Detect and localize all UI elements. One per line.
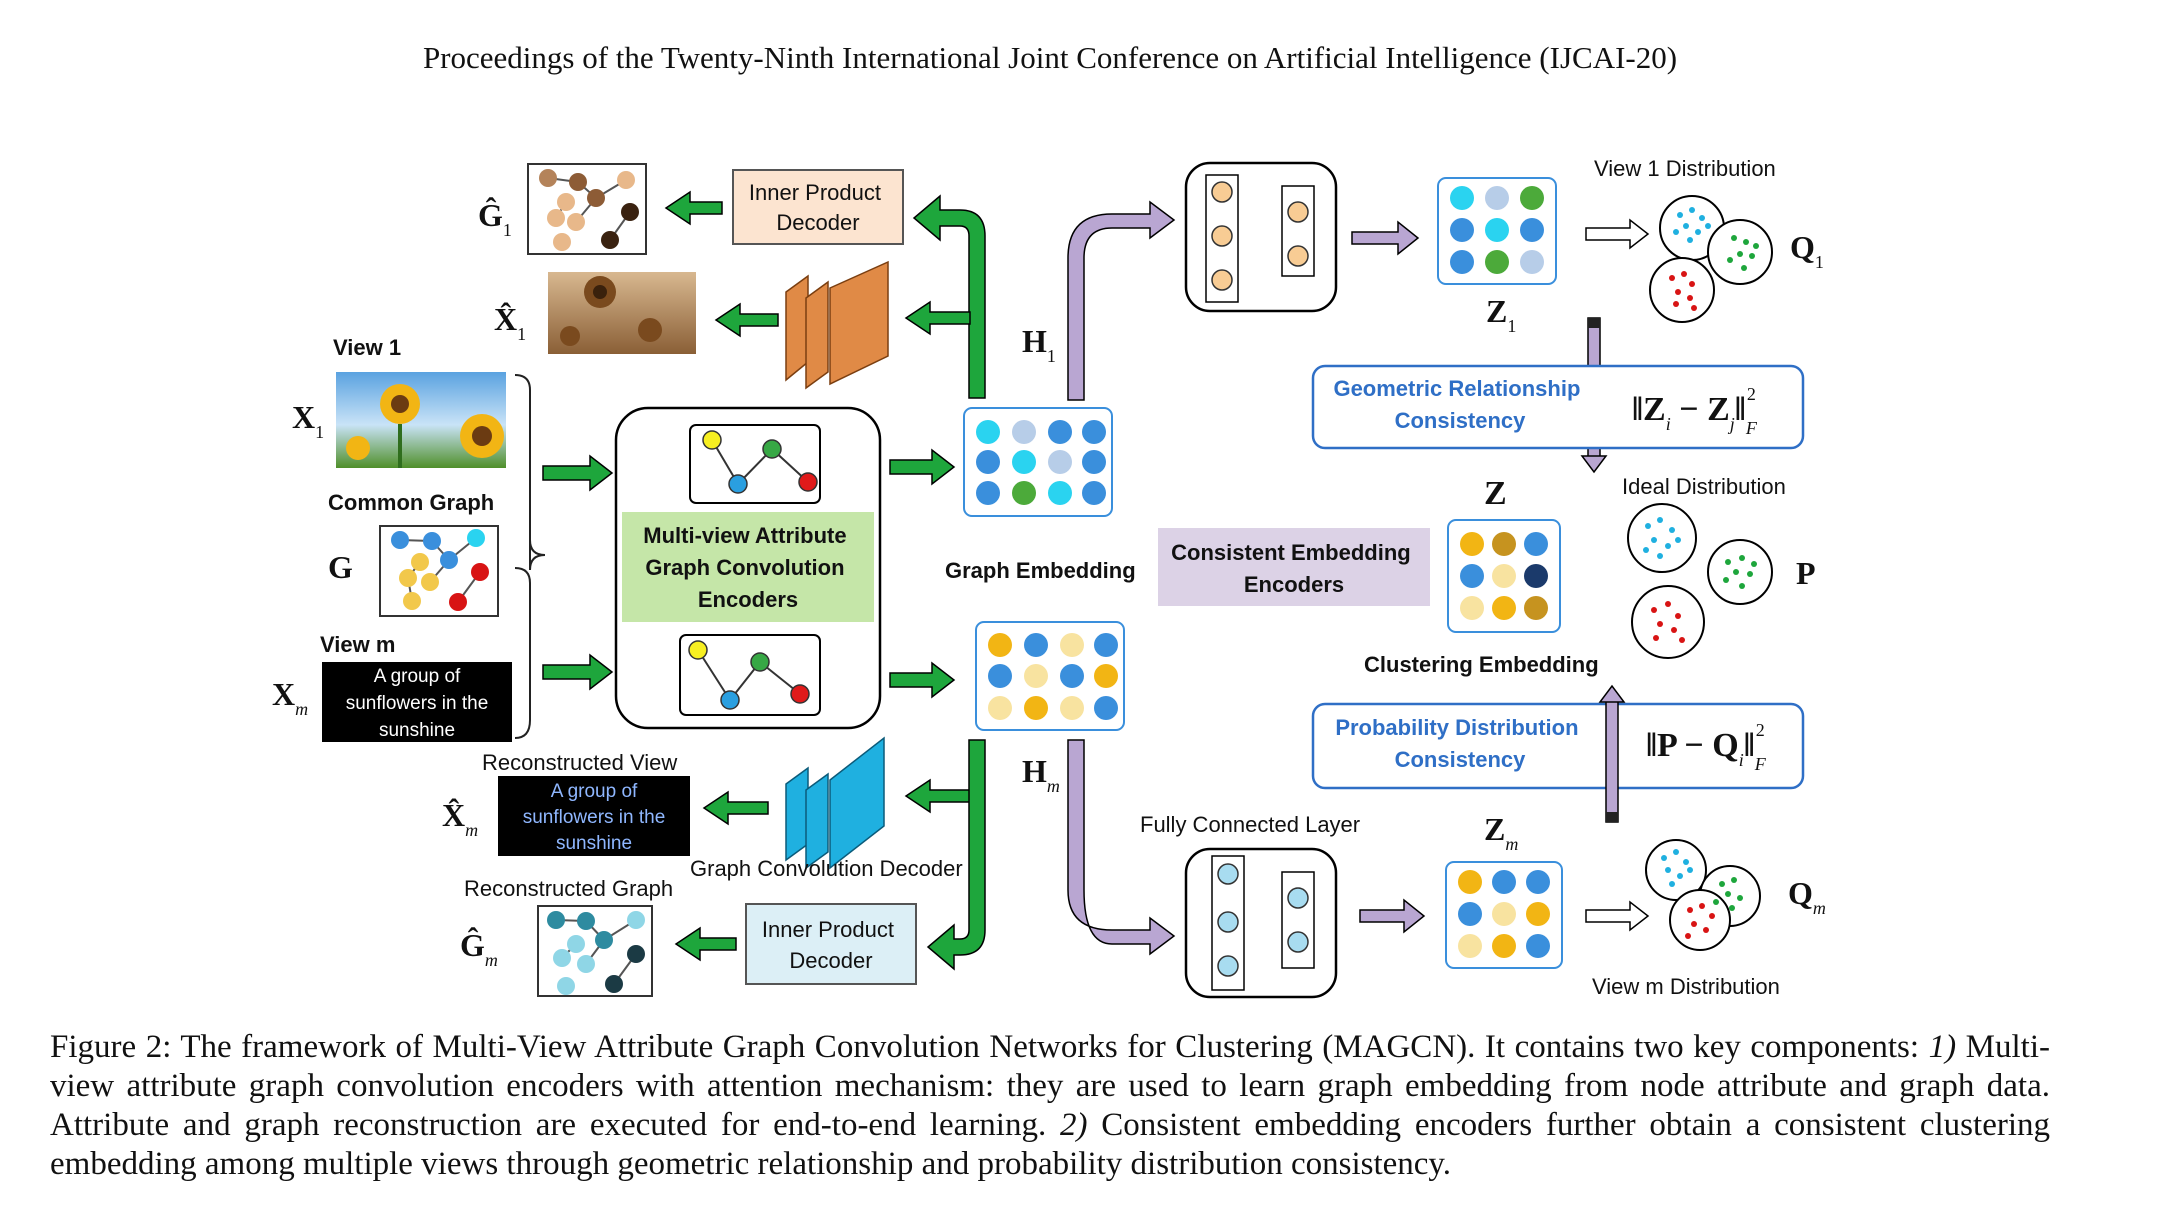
svg-text:A group of: A group of xyxy=(551,781,638,802)
arrow-hm-conv-decoder xyxy=(904,778,971,814)
h1-symbol: H1 xyxy=(1022,323,1056,366)
svg-text:Inner Product Decoder: Inner Product Decoder xyxy=(762,917,900,973)
view1-image xyxy=(336,372,506,468)
caption-part-2: Multi-view attribute graph convolution e… xyxy=(50,1029,2050,1143)
z1-embedding-matrix xyxy=(1437,177,1557,285)
encoder-block: Multi-view Attribute Graph Convolution E… xyxy=(614,406,882,730)
z-clustering-embedding-matrix xyxy=(1447,519,1561,633)
xmhat-text-box: A group of sunflowers in the sunshine xyxy=(498,776,690,856)
figure-caption: Figure 2: The framework of Multi-View At… xyxy=(50,1028,2050,1184)
reconstructed-graph-label: Reconstructed Graph xyxy=(464,876,673,901)
arrow-z1-q1 xyxy=(1585,218,1650,250)
svg-text:sunflowers in the: sunflowers in the xyxy=(346,693,489,714)
svg-text:sunshine: sunshine xyxy=(379,720,455,741)
svg-text:Inner Product Decoder: Inner Product Decoder xyxy=(749,180,887,235)
caption-part-1: Figure 2: The framework of Multi-View At… xyxy=(50,1029,1929,1065)
x1hat-symbol: X̂1 xyxy=(494,301,526,344)
hm-symbol: Hm xyxy=(1022,753,1060,796)
framework-figure: View 1 X1 Common Graph G View m xyxy=(272,156,1826,999)
g1hat-graph-image xyxy=(527,163,647,255)
arrow-fc1-z1 xyxy=(1351,220,1420,256)
h1-embedding-matrix xyxy=(963,407,1113,517)
qm-symbol: Qm xyxy=(1788,875,1826,918)
encoder-label: Multi-view Attribute Graph Convolution E… xyxy=(643,523,852,612)
arrow-hm-fcm xyxy=(1067,739,1176,956)
viewm-distribution-label: View m Distribution xyxy=(1592,974,1780,999)
arrow-hm-down-green xyxy=(926,739,986,971)
caption-part-3: Consistent embedding encoders further ob… xyxy=(50,1107,2051,1182)
bottom-inner-product-decoder: Inner Product Decoder xyxy=(745,903,917,985)
top-conv-decoder xyxy=(785,260,889,390)
svg-text:sunshine: sunshine xyxy=(556,833,632,854)
svg-text:Probability Distribution: Probability Distribution Consistency xyxy=(1335,715,1584,772)
consistent-embedding-encoders-box: Consistent Embedding Encoders xyxy=(1158,528,1430,606)
common-graph-image xyxy=(379,525,499,617)
q1-distribution-plot xyxy=(1649,195,1773,323)
x1hat-image xyxy=(548,272,696,354)
svg-text:A group of: A group of xyxy=(374,666,461,687)
svg-text:sunflowers in the: sunflowers in the xyxy=(523,807,666,828)
arrow-encoder-hm xyxy=(889,661,956,699)
g-symbol: G xyxy=(328,549,353,585)
arrow-encoder-h1 xyxy=(889,448,956,486)
arrow-h1-fc1 xyxy=(1067,200,1176,401)
arrow-h1-conv-decoder xyxy=(904,300,971,336)
svg-text:Consistent Embedding E: Consistent Embedding Encoders xyxy=(1171,540,1417,597)
xmhat-symbol: X̂m xyxy=(442,797,478,840)
q1-symbol: Q1 xyxy=(1790,229,1824,272)
viewm-label: View m xyxy=(320,632,395,657)
arrow-ipd-gmhat xyxy=(674,926,737,962)
geometric-consistency-box: Geometric Relationship Consistency xyxy=(1311,364,1805,450)
p-symbol: P xyxy=(1796,555,1816,591)
arrow-fcm-zm xyxy=(1359,898,1426,934)
caption-item-1: 1) xyxy=(1928,1029,1957,1065)
p-ideal-distribution-plot xyxy=(1627,503,1773,659)
common-graph-label: Common Graph xyxy=(328,490,494,515)
reconstructed-view-label: Reconstructed View xyxy=(482,750,677,775)
arrow-xm-encoder xyxy=(542,653,614,691)
z-symbol: Z xyxy=(1484,475,1507,512)
arrow-h1-up-green xyxy=(912,194,986,399)
z1-symbol: Z1 xyxy=(1486,293,1516,336)
xm-symbol: Xm xyxy=(272,676,308,719)
x1-symbol: X1 xyxy=(292,399,324,442)
hm-embedding-matrix xyxy=(975,621,1125,731)
view1-distribution-label: View 1 Distribution xyxy=(1594,156,1776,181)
bottom-brace xyxy=(514,567,531,739)
caption-item-2: 2) xyxy=(1060,1107,1088,1143)
zm-embedding-matrix xyxy=(1445,861,1563,969)
arrow-ipd-g1hat xyxy=(664,190,723,226)
arrow-conv-xmhat xyxy=(702,790,769,826)
gmhat-graph-image xyxy=(537,905,653,997)
g1hat-symbol: Ĝ1 xyxy=(478,197,512,240)
view1-label: View 1 xyxy=(333,335,401,360)
arrow-zm-qm xyxy=(1585,900,1650,932)
qm-distribution-plot xyxy=(1645,839,1761,951)
top-inner-product-decoder: Inner Product Decoder xyxy=(732,169,904,245)
graph-conv-decoder-label: Graph Convolution Decoder xyxy=(690,856,963,881)
arrow-qm-up-purple xyxy=(1598,684,1626,823)
bottom-conv-decoder xyxy=(785,736,885,870)
fully-connected-layer-label: Fully Connected Layer xyxy=(1140,812,1360,837)
gmhat-symbol: Ĝm xyxy=(460,927,498,970)
page-header: Proceedings of the Twenty-Ninth Internat… xyxy=(422,40,1678,75)
viewm-text-box: A group of sunflowers in the sunshine xyxy=(322,662,512,742)
arrow-conv-x1hat xyxy=(714,302,779,338)
fc-layer-view1 xyxy=(1184,161,1338,313)
zm-symbol: Zm xyxy=(1484,811,1518,854)
ideal-distribution-label: Ideal Distribution xyxy=(1622,474,1786,499)
svg-text:Geometric Relationship: Geometric Relationship Consistency xyxy=(1333,376,1586,433)
graph-embedding-label: Graph Embedding xyxy=(945,558,1136,583)
clustering-embedding-label: Clustering Embedding xyxy=(1364,652,1599,677)
probability-consistency-box: Probability Distribution Consistency xyxy=(1311,702,1805,790)
top-brace xyxy=(514,374,546,571)
fc-layer-viewm xyxy=(1184,847,1338,999)
arrow-x1-encoder xyxy=(542,454,614,492)
